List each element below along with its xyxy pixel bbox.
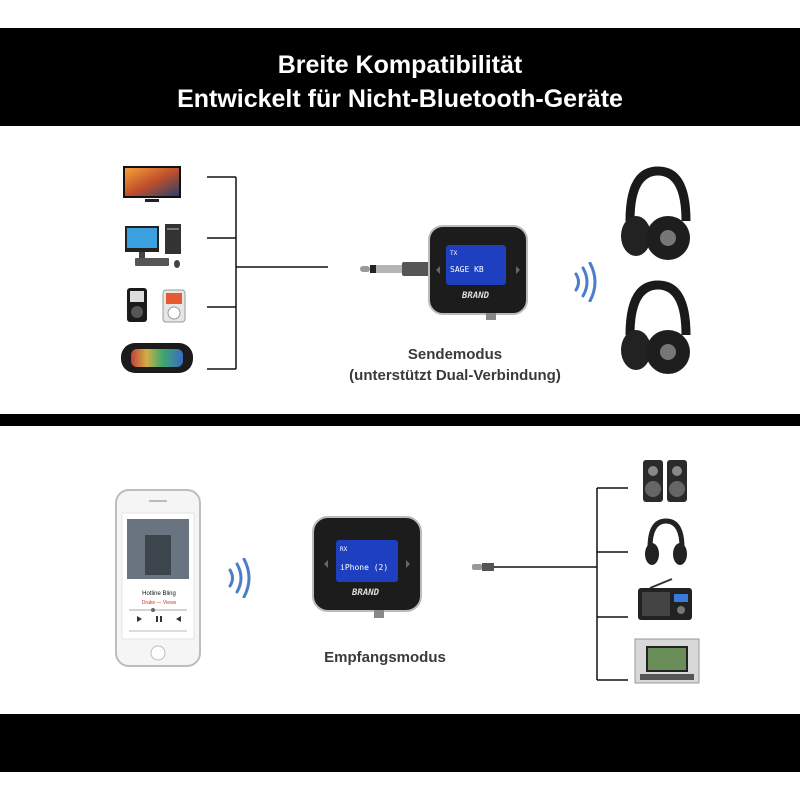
- receive-mode-caption: Empfangsmodus: [324, 649, 446, 666]
- rx-screen-text: iPhone (2): [340, 563, 388, 572]
- bluetooth-speaker-icon: [121, 343, 193, 373]
- speakers-icon: [643, 460, 687, 502]
- tv-icon: [123, 166, 181, 202]
- radio-icon: [638, 578, 692, 620]
- transmit-mode-subcaption: (unterstützt Dual-Verbindung): [349, 367, 561, 384]
- rx-screen-mode: RX: [340, 546, 348, 553]
- footer-band: [0, 714, 800, 772]
- bluetooth-receiver-device: RX iPhone (2) BRAND: [312, 516, 422, 618]
- section-divider: [0, 414, 800, 426]
- phone-song-artist: Drake — Views: [141, 600, 177, 606]
- mp3-player-icon: [127, 288, 186, 323]
- transmit-mode-caption: Sendemodus: [407, 346, 503, 363]
- aux-plug-icon: [360, 262, 430, 276]
- signal-waves-icon: [228, 558, 251, 598]
- tx-screen-text: SAGE KB: [450, 265, 484, 274]
- bluetooth-transmitter-device: TX SAGE KB BRAND: [428, 225, 528, 320]
- phone-song-title: Hotline Bling: [142, 591, 176, 597]
- desktop-computer-icon: [125, 224, 181, 268]
- smartphone-icon: [115, 489, 201, 667]
- tx-screen-mode: TX: [450, 250, 458, 257]
- headphones-icon: [621, 166, 691, 260]
- signal-waves-icon: [574, 262, 597, 302]
- headline-line2: Entwickelt für Nicht-Bluetooth-Geräte: [177, 85, 623, 113]
- rx-device-logo: BRAND: [351, 588, 380, 598]
- tx-device-logo: BRAND: [461, 291, 490, 301]
- headphones-icon: [621, 280, 691, 374]
- header-band: [0, 28, 800, 126]
- headline-line1: Breite Kompatibilität: [277, 51, 523, 79]
- tv-stand-icon: [634, 638, 700, 684]
- headphones-icon: [645, 518, 687, 565]
